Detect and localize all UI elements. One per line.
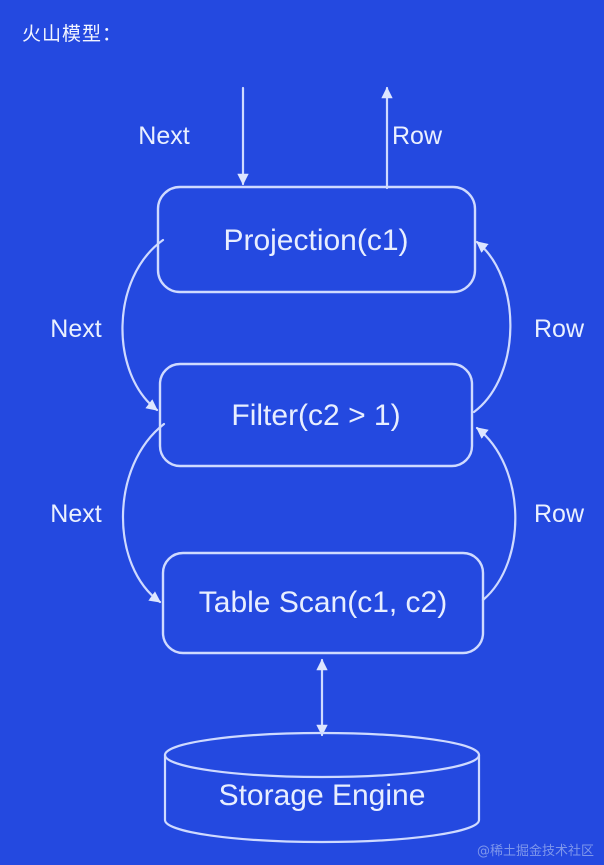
- edge-label-next-middle: Next: [50, 315, 101, 343]
- edge-row-filter-to-projection: [472, 240, 512, 414]
- node-filter-label: Filter(c2 > 1): [231, 399, 400, 432]
- node-filter-box[interactable]: [158, 362, 474, 468]
- cylinder-top-ellipse[interactable]: [163, 731, 481, 779]
- edge-next-filter-to-tablescan: [121, 422, 166, 604]
- edge-row-tablescan-to-filter: [475, 426, 517, 602]
- edge-label-row-middle: Row: [534, 315, 585, 343]
- node-projection-label: Projection(c1): [223, 224, 408, 257]
- cylinder-body[interactable]: [163, 755, 481, 844]
- node-table-scan-box[interactable]: [161, 551, 485, 655]
- watermark: @稀土掘金技术社区: [477, 843, 594, 859]
- edge-next-projection-to-filter: [121, 238, 165, 412]
- edge-label-row-top: Row: [392, 122, 443, 150]
- edge-label-next-lower: Next: [50, 500, 101, 528]
- node-projection-box[interactable]: [156, 185, 477, 294]
- edge-label-next-top: Next: [138, 122, 189, 150]
- page-title: 火山模型：: [22, 23, 122, 45]
- node-table-scan-label: Table Scan(c1, c2): [199, 586, 447, 619]
- edge-label-row-lower: Row: [534, 500, 585, 528]
- node-storage-engine-label: Storage Engine: [219, 779, 426, 812]
